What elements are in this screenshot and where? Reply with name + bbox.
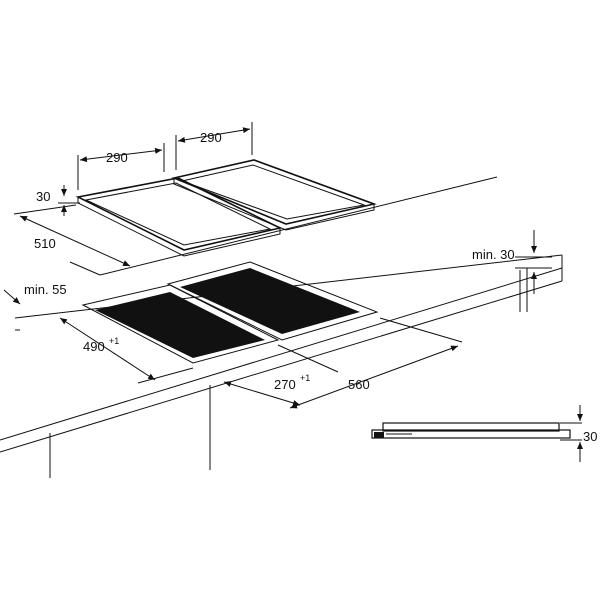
dim-290-left: [77, 143, 165, 190]
dim-min55: [3, 289, 21, 305]
label-270-tolerance: +1: [300, 373, 310, 383]
label-min55: min. 55: [24, 282, 67, 297]
side-view: [371, 405, 583, 462]
label-270: 270: [274, 377, 296, 392]
dim-290-right: [175, 122, 253, 170]
dim-30-height: [58, 185, 80, 216]
label-290-right: 290: [200, 130, 222, 145]
label-30-side: 30: [583, 429, 597, 444]
hob-unit-right: [171, 159, 377, 231]
hob-unit-left: [75, 177, 283, 257]
cutout-right: [166, 261, 379, 341]
label-490-tolerance: +1: [109, 336, 119, 346]
label-min30-back: min. 30: [472, 247, 515, 262]
label-490: 490: [83, 339, 105, 354]
dim-min30-back: [515, 230, 552, 294]
dim-510: [13, 204, 131, 267]
label-510: 510: [34, 236, 56, 251]
dim-560: [289, 317, 463, 409]
upper-worktop: [69, 176, 498, 276]
label-290-left: 290: [106, 150, 128, 165]
cutout-left: [81, 284, 280, 364]
label-560: 560: [348, 377, 370, 392]
dim-490: [59, 317, 194, 384]
label-30-height: 30: [36, 189, 50, 204]
